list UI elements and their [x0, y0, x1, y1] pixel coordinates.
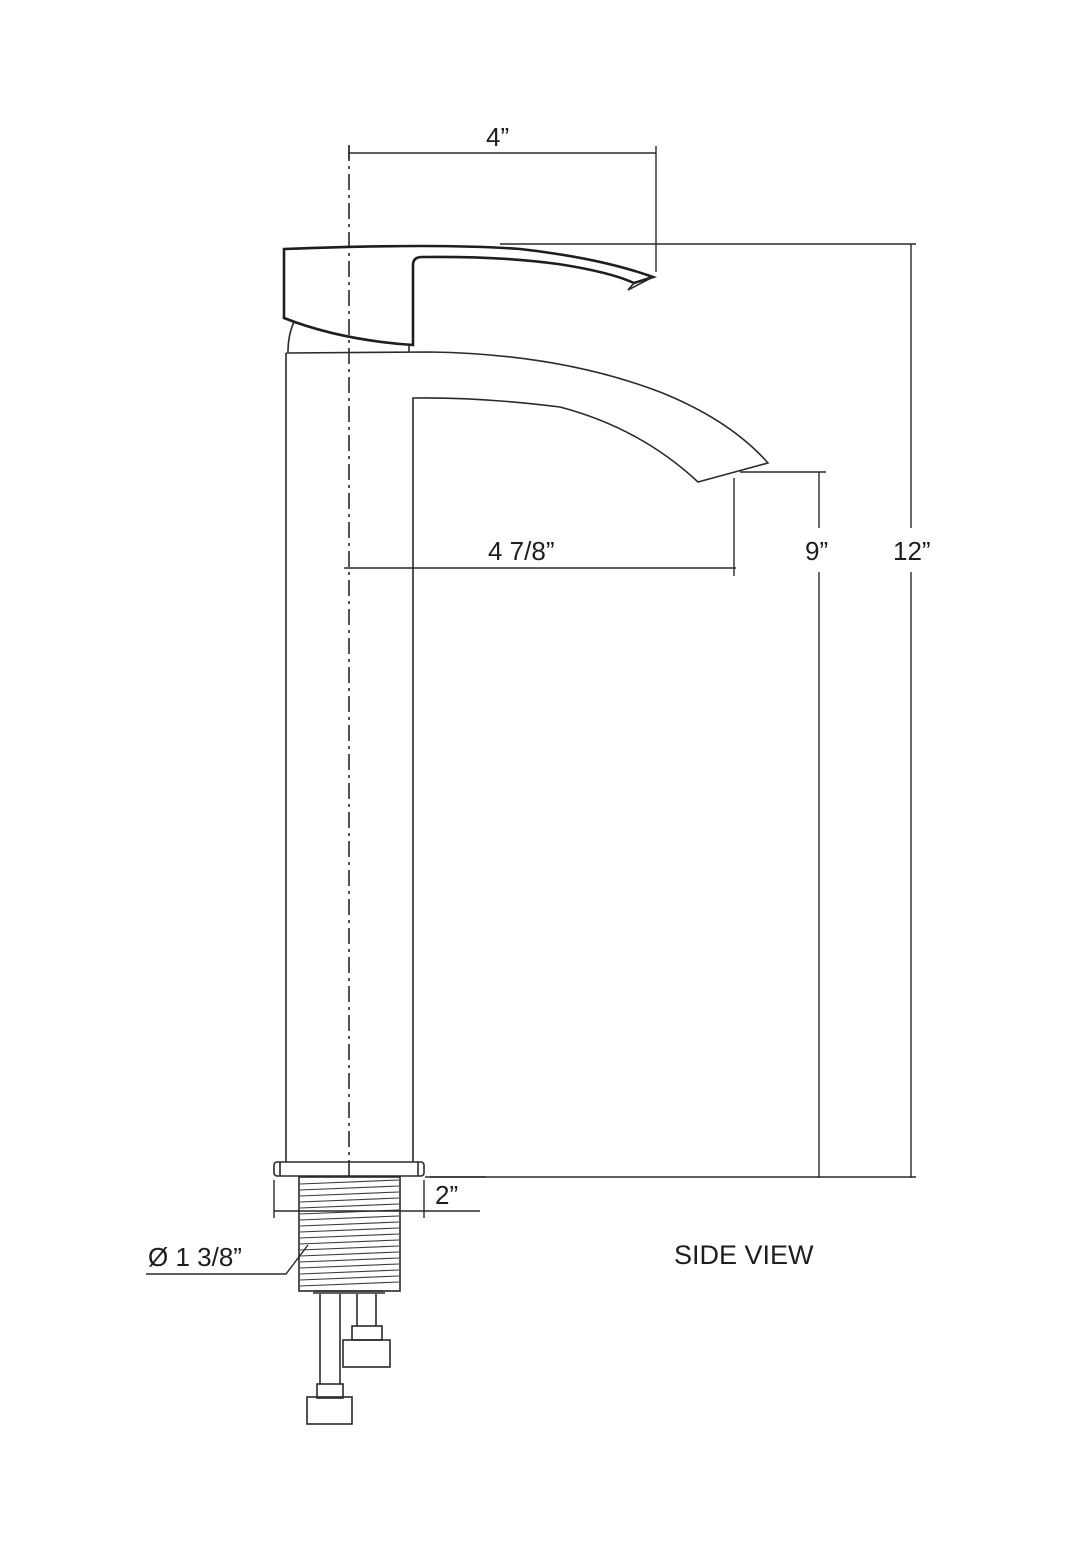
- dimension-spout-reach: [344, 478, 736, 576]
- dimension-shank-length: [273, 1176, 486, 1218]
- label-shank-length: 2”: [435, 1180, 459, 1210]
- dimension-spout-height: [740, 471, 826, 1178]
- label-overall-height: 12”: [893, 536, 931, 566]
- spout-body: [285, 345, 770, 1162]
- dimension-shank-diameter-leader: [146, 1244, 309, 1275]
- dimension-handle-reach: [348, 146, 657, 272]
- threaded-shank: [298, 1176, 401, 1294]
- label-spout-height: 9”: [805, 536, 829, 566]
- label-shank-diameter: Ø 1 3/8”: [148, 1242, 242, 1272]
- handle-lever: [282, 244, 658, 353]
- view-title: SIDE VIEW: [674, 1240, 814, 1270]
- label-spout-reach: 4 7/8”: [488, 536, 555, 566]
- supply-lines: [306, 1294, 391, 1425]
- base-flange: [273, 1161, 425, 1177]
- label-handle-reach: 4”: [486, 122, 510, 152]
